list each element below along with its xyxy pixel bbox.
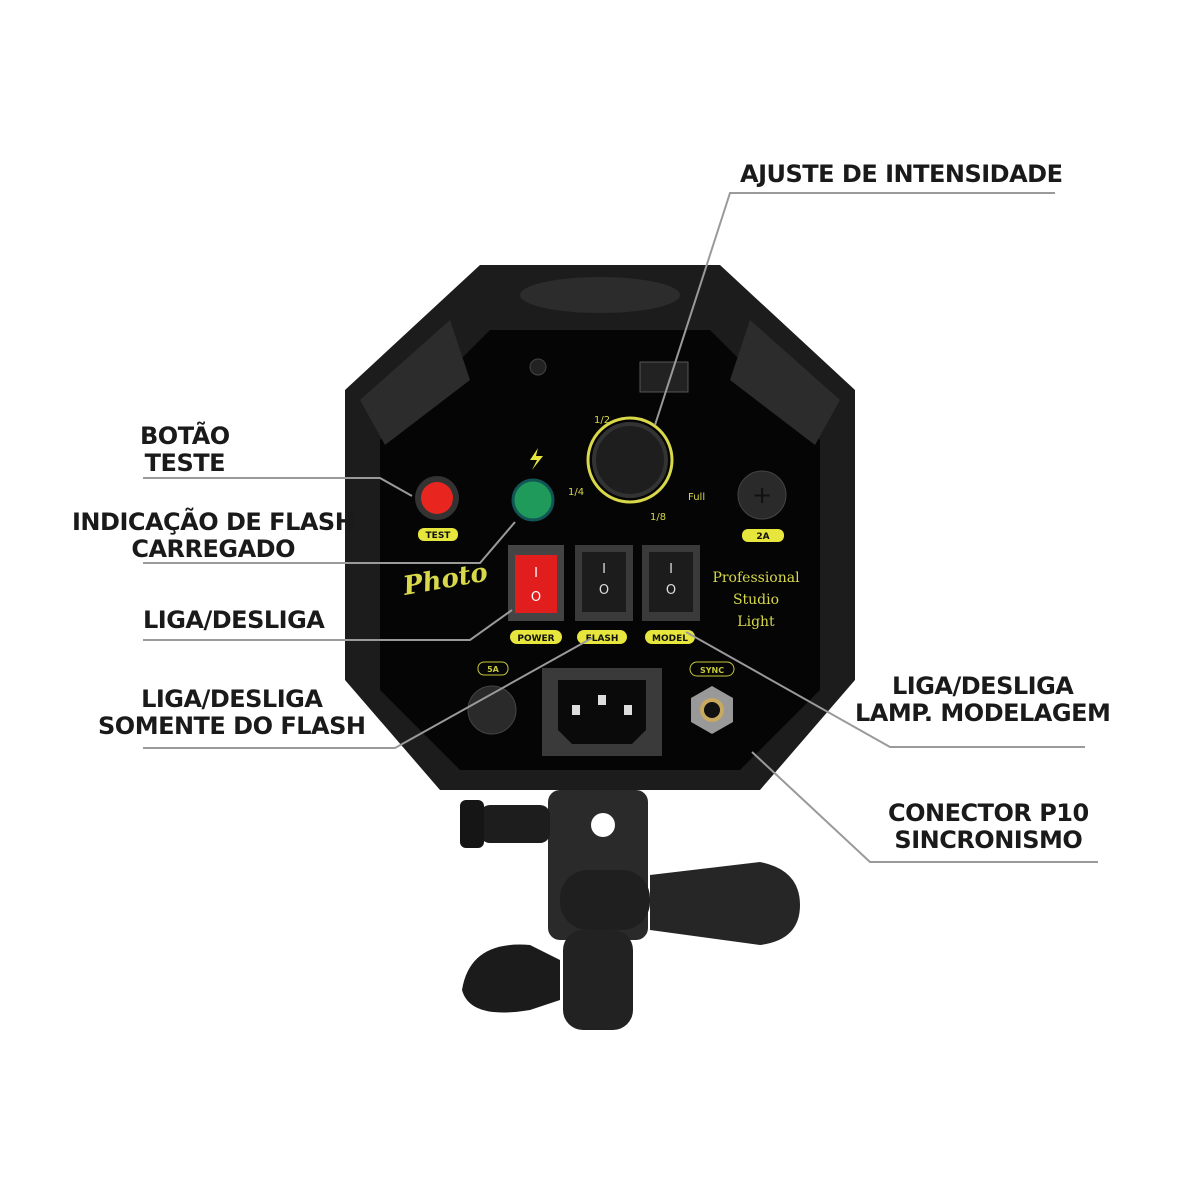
fuse-5a-label: 5A [487, 665, 500, 674]
fuse-5a[interactable] [467, 685, 517, 735]
ready-led [511, 478, 555, 522]
slave-switch[interactable] [639, 361, 689, 393]
callout-lines [143, 192, 1098, 863]
flash-label: FLASH [586, 634, 619, 644]
fuse-2a[interactable] [737, 470, 787, 520]
switch-off-mark: O [531, 590, 541, 605]
slogan-text: Professional [712, 570, 800, 586]
switch-off-mark: O [666, 583, 676, 598]
test-label: TEST [426, 531, 452, 541]
sensor-icon [529, 358, 547, 376]
slogan-text: Light [737, 614, 775, 630]
intensity-scale [586, 416, 674, 504]
dial-label: Full [688, 492, 705, 503]
fuse-2a-label: 2A [756, 532, 769, 542]
model-switch[interactable] [649, 552, 693, 612]
switch-on-mark: I [534, 566, 538, 581]
dial-label: 1/8 [650, 512, 666, 523]
switch-off-mark: O [599, 583, 609, 598]
test-button[interactable] [421, 482, 453, 514]
mount-bracket [460, 790, 800, 1030]
dial-label: 1/2 [594, 415, 610, 426]
slogan-text: Studio [733, 592, 779, 608]
intensity-knob[interactable] [592, 422, 668, 498]
power-switch[interactable] [515, 555, 557, 613]
callout-power: LIGA/DESLIGA [143, 606, 325, 634]
callout-intensity: AJUSTE DE INTENSIDADE [740, 160, 1063, 188]
power-label: POWER [517, 634, 554, 644]
flash-switch[interactable] [582, 552, 626, 612]
lightning-icon [530, 448, 543, 470]
switch-on-mark: I [669, 562, 673, 577]
dial-label: 1/4 [568, 487, 584, 498]
switch-on-mark: I [602, 562, 606, 577]
sync-label: SYNC [700, 666, 724, 675]
plus-icon: + [752, 481, 772, 509]
model-label: MODEL [652, 634, 688, 644]
flash-body [345, 265, 855, 790]
